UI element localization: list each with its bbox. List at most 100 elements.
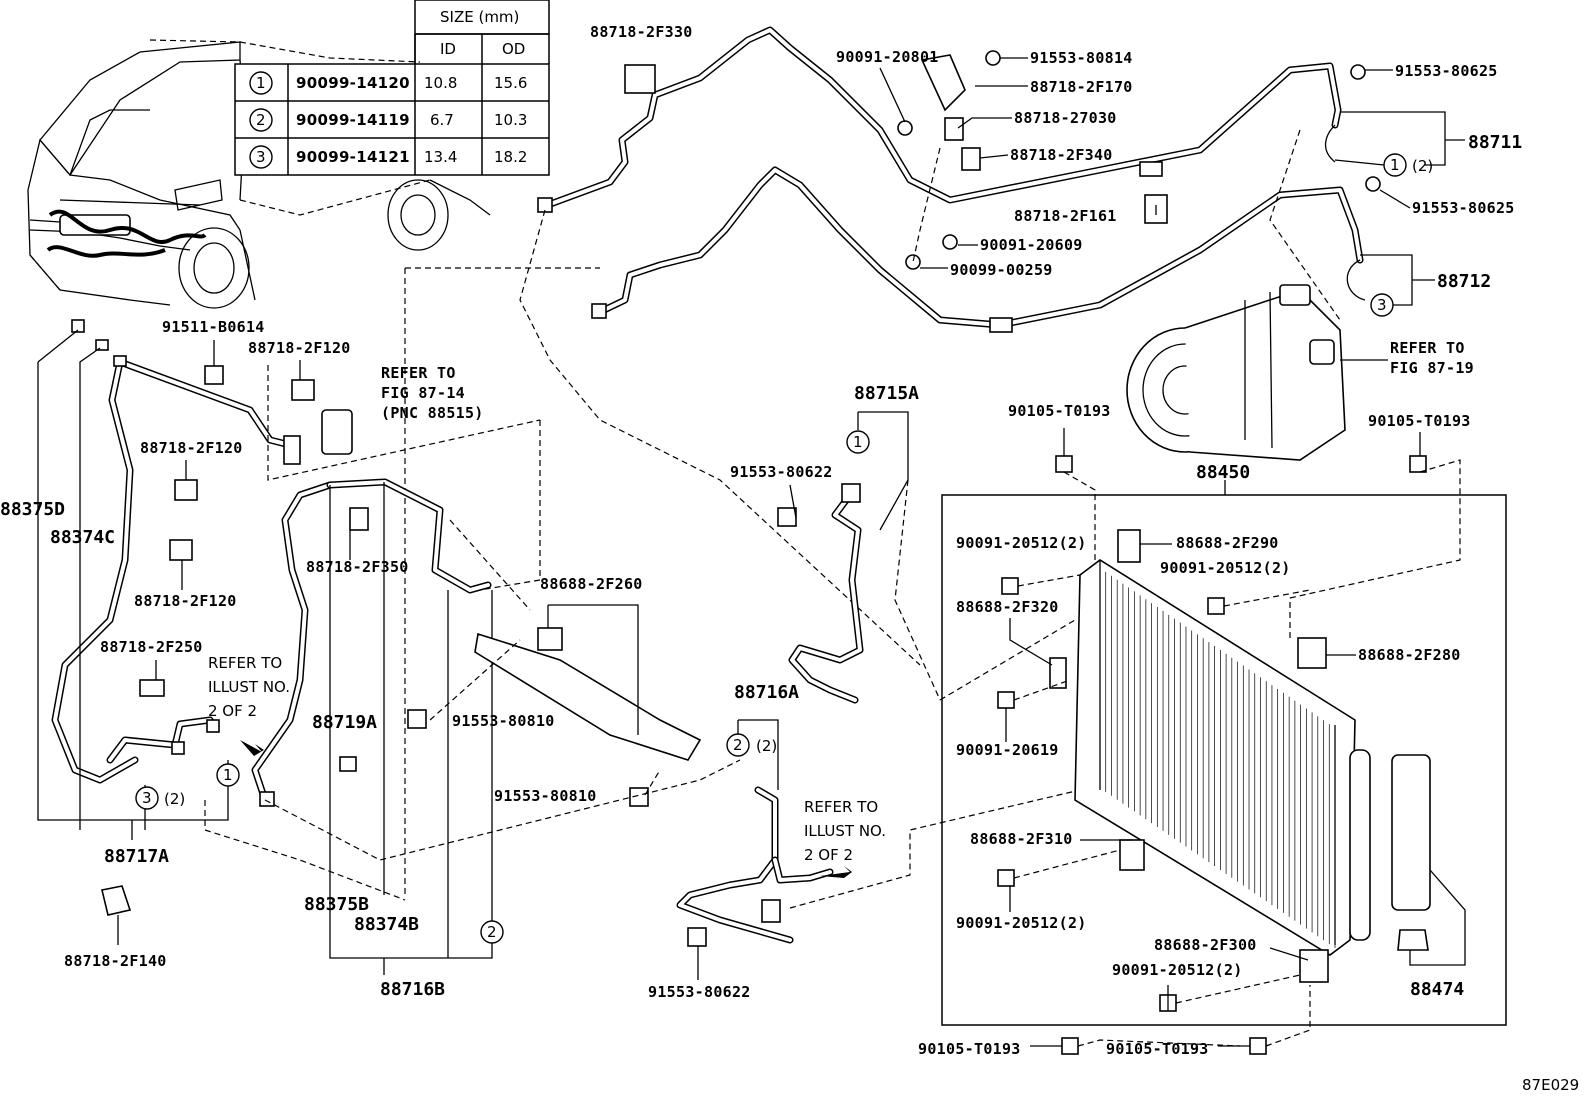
size-table: SIZE (mm) ID OD 1 90099-14120 10.8 15.6 … bbox=[234, 0, 550, 176]
label-88718-2F250: 88718-2F250 bbox=[100, 638, 203, 656]
note-fig-87-19-line1: REFER TO bbox=[1390, 339, 1465, 357]
bolt-90105-T0193-b-icon bbox=[1409, 455, 1427, 473]
note-refer-illust-right: REFER TO ILLUST NO. 2 OF 2 bbox=[804, 798, 886, 864]
bolt-91553-80622-b-icon bbox=[687, 927, 707, 947]
label-88688-2F320: 88688-2F320 bbox=[956, 598, 1059, 616]
label-88688-2F260: 88688-2F260 bbox=[540, 575, 643, 593]
callout-88715A: 1 bbox=[846, 430, 870, 454]
label-91553-80622-b: 91553-80622 bbox=[648, 983, 751, 1001]
label-88450: 88450 bbox=[1196, 462, 1250, 483]
bolt-91553-80625-b-icon bbox=[1365, 176, 1381, 192]
bracket-88688-2F280-icon bbox=[1297, 637, 1327, 669]
label-88718-2F330: 88718-2F330 bbox=[590, 23, 693, 41]
pipe-88711 bbox=[541, 26, 1342, 210]
note-illust-right-line3: 2 OF 2 bbox=[804, 846, 853, 864]
label-91553-80625-b: 91553-80625 bbox=[1412, 199, 1515, 217]
size-table-row-3-id: 13.4 bbox=[424, 148, 457, 166]
label-88474: 88474 bbox=[1410, 979, 1464, 1000]
size-table-row-2-ref-circle bbox=[249, 108, 273, 132]
bolt-90091-20512-a-icon bbox=[1001, 577, 1019, 595]
bolt-91553-80622-a-icon bbox=[777, 507, 797, 527]
bolt-91511-B0614-icon bbox=[204, 365, 224, 385]
bracket-88718-2F170-icon bbox=[920, 54, 966, 112]
fitting-mid-left bbox=[591, 303, 607, 319]
label-88375B: 88375B bbox=[304, 894, 369, 915]
label-88717A-qty: (2) bbox=[164, 790, 185, 808]
note-refer-illust-left: REFER TO ILLUST NO. 2 OF 2 bbox=[208, 654, 290, 720]
callout-88712-ref: 3 bbox=[1377, 296, 1387, 314]
clamp-88718-2F120-b-icon bbox=[174, 479, 198, 501]
callout-88717A: 3 bbox=[135, 786, 159, 810]
label-88375D: 88375D bbox=[0, 499, 65, 520]
fitting-88374C-end-a bbox=[95, 339, 109, 351]
hose-88712-end bbox=[1346, 259, 1366, 301]
size-table-row-2-od: 10.3 bbox=[494, 111, 527, 129]
note-fig-87-14-line2: FIG 87-14 bbox=[381, 384, 465, 402]
hose-joint-88712 bbox=[989, 317, 1013, 333]
size-table-row-1-ref: 1 bbox=[256, 74, 266, 92]
bracket-88688-2F290-icon bbox=[1117, 529, 1141, 563]
note-fig-87-14-line1: REFER TO bbox=[381, 364, 456, 382]
label-88688-2F310: 88688-2F310 bbox=[970, 830, 1073, 848]
fitting-top-left bbox=[537, 197, 553, 213]
label-88718-2F120-b: 88718-2F120 bbox=[140, 439, 243, 457]
label-88716A-qty: (2) bbox=[756, 737, 777, 755]
clamp-88718-2F340-icon bbox=[961, 147, 981, 171]
note-illust-left-line3: 2 OF 2 bbox=[208, 702, 257, 720]
fitting-88717A-end-b bbox=[206, 719, 220, 733]
bolt-90105-T0193-a-icon bbox=[1055, 455, 1073, 473]
note-illust-right-line2: ILLUST NO. bbox=[804, 822, 886, 840]
pipe-88374C bbox=[51, 358, 294, 784]
label-88718-27030: 88718-27030 bbox=[1014, 109, 1117, 127]
label-91511-B0614: 91511-B0614 bbox=[162, 318, 265, 336]
size-table-row-3-ref: 3 bbox=[256, 148, 266, 166]
label-88715A: 88715A bbox=[854, 383, 919, 404]
label-88718-2F350: 88718-2F350 bbox=[306, 558, 409, 576]
bracket-88688-2F300-icon bbox=[1299, 949, 1329, 983]
note-fig-87-19-line2: FIG 87-19 bbox=[1390, 359, 1474, 377]
callout-88711-ref: 1 bbox=[1390, 156, 1400, 174]
label-90105-T0193-a: 90105-T0193 bbox=[1008, 402, 1111, 420]
label-88711: 88711 bbox=[1468, 132, 1522, 153]
clip-88716A-icon bbox=[761, 899, 781, 923]
callout-88716B: 2 bbox=[480, 920, 504, 944]
label-88718-2F161: 88718-2F161 bbox=[1014, 207, 1117, 225]
label-90105-T0193-b: 90105-T0193 bbox=[1368, 412, 1471, 430]
label-88374B: 88374B bbox=[354, 914, 419, 935]
label-88688-2F300: 88688-2F300 bbox=[1154, 936, 1257, 954]
label-91553-80814: 91553-80814 bbox=[1030, 49, 1133, 67]
fitting-88719A-icon bbox=[339, 756, 357, 772]
bolt-90091-20801-icon bbox=[897, 120, 913, 136]
clamp-88718-2F350-icon bbox=[349, 507, 369, 531]
size-table-row-1-id: 10.8 bbox=[424, 74, 457, 92]
callout-88711: 1 bbox=[1334, 111, 1465, 177]
label-90091-20801: 90091-20801 bbox=[836, 48, 939, 66]
note-refer-fig-87-14: REFER TO FIG 87-14 (PNC 88515) bbox=[381, 364, 483, 422]
note-illust-left-line2: ILLUST NO. bbox=[208, 678, 290, 696]
label-88688-2F280: 88688-2F280 bbox=[1358, 646, 1461, 664]
bolt-90099-00259-icon bbox=[905, 254, 921, 270]
bracket-88688-2F260-icon bbox=[474, 632, 702, 761]
bolt-91553-80625-a-icon bbox=[1350, 64, 1366, 80]
fitting-88715A-top bbox=[841, 483, 861, 503]
callout-88716A-ref: 2 bbox=[733, 736, 743, 754]
label-88718-2F140: 88718-2F140 bbox=[64, 952, 167, 970]
clamp-88718-2F250-icon bbox=[139, 679, 165, 697]
bracket-88718-2F140-icon bbox=[101, 885, 132, 916]
cap-88474-icon bbox=[1397, 929, 1429, 951]
size-table-header: SIZE (mm) bbox=[440, 8, 519, 26]
clamp-88718-27030-icon bbox=[944, 117, 964, 141]
pipe-88715A bbox=[788, 491, 864, 704]
label-88716A: 88716A bbox=[734, 682, 799, 703]
pipe-88716B bbox=[251, 478, 492, 804]
bolt-90105-T0193-d-icon bbox=[1249, 1037, 1267, 1055]
callout-88712: 3 bbox=[1360, 254, 1435, 317]
size-table-row-3-ref-circle bbox=[249, 145, 273, 169]
size-table-row-3-part: 90099-14121 bbox=[296, 148, 410, 166]
note-illust-left-line1: REFER TO bbox=[208, 654, 282, 672]
receiver-tank-icon bbox=[1349, 749, 1371, 941]
bolt-90091-20512-b-icon bbox=[1207, 597, 1225, 615]
label-88712: 88712 bbox=[1437, 271, 1491, 292]
label-88711-qty: (2) bbox=[1412, 157, 1433, 175]
